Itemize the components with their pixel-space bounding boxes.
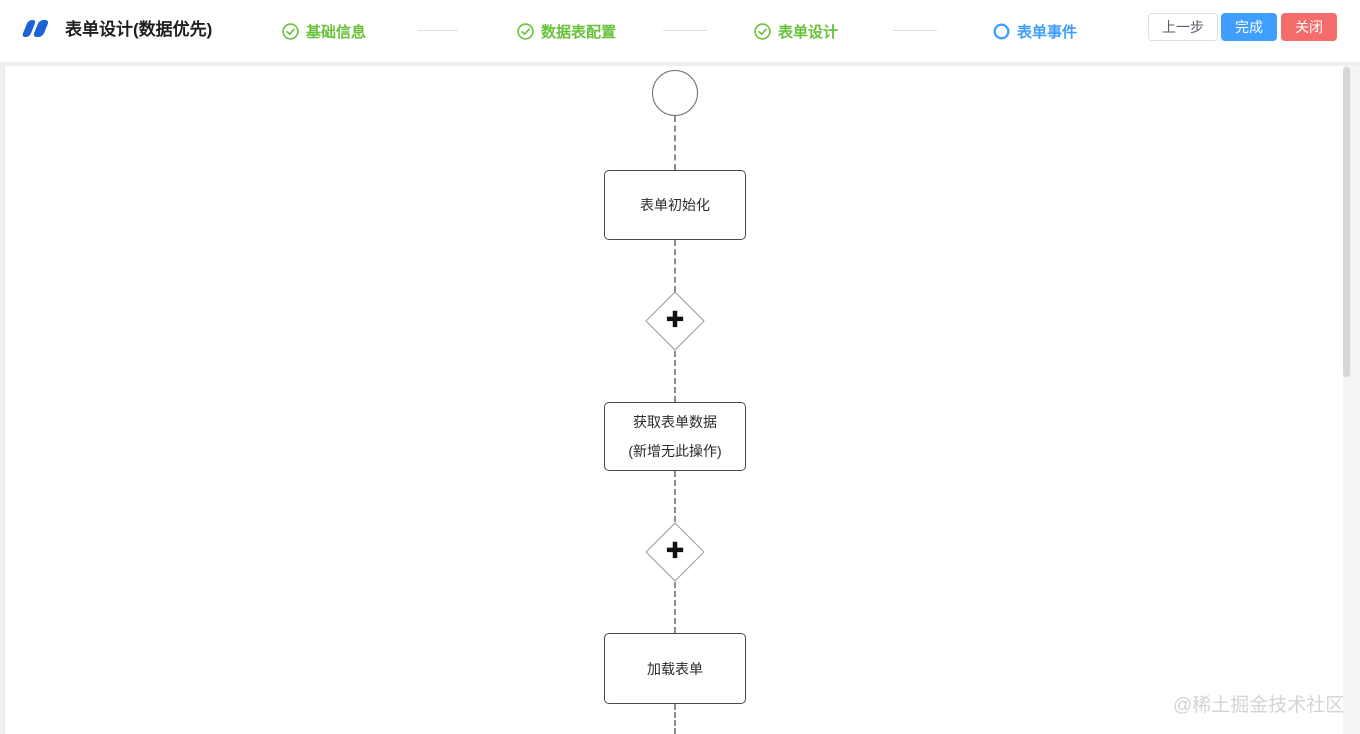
flow-node-label: 获取表单数据 bbox=[633, 414, 717, 430]
close-button[interactable]: 关闭 bbox=[1281, 13, 1337, 41]
flow-connector bbox=[674, 240, 676, 292]
flow-connector bbox=[674, 582, 676, 633]
flow-start-node bbox=[652, 70, 698, 116]
step-form-design[interactable]: 表单设计 bbox=[754, 21, 838, 42]
step-check-icon bbox=[282, 23, 299, 40]
finish-button[interactable]: 完成 bbox=[1221, 13, 1277, 41]
step-label: 基础信息 bbox=[306, 24, 367, 41]
flow-node-sublabel: (新增无此操作) bbox=[628, 443, 722, 459]
flow-connector bbox=[674, 351, 676, 402]
vertical-scrollbar-track[interactable] bbox=[1343, 66, 1360, 734]
vertical-scrollbar-thumb[interactable] bbox=[1343, 67, 1350, 377]
plus-icon: + bbox=[666, 533, 685, 567]
step-check-icon bbox=[754, 23, 771, 40]
step-label: 表单事件 bbox=[1017, 24, 1078, 41]
page-title: 表单设计(数据优先) bbox=[65, 20, 213, 39]
step-divider bbox=[418, 30, 458, 31]
step-divider bbox=[663, 30, 707, 31]
flow-node-load-form[interactable]: 加载表单 bbox=[604, 633, 746, 704]
app-logo-icon bbox=[22, 20, 49, 37]
previous-step-button[interactable]: 上一步 bbox=[1148, 13, 1218, 41]
step-table-config[interactable]: 数据表配置 bbox=[517, 21, 616, 42]
flow-canvas: 表单初始化 + 获取表单数据 (新增无此操作) + 加载表单 @稀土掘金技术社区 bbox=[5, 66, 1345, 734]
flow-node-form-init[interactable]: 表单初始化 bbox=[604, 170, 746, 240]
flow-connector bbox=[674, 704, 676, 734]
step-check-icon bbox=[517, 23, 534, 40]
flow-node-label: 表单初始化 bbox=[640, 197, 710, 213]
watermark: @稀土掘金技术社区 bbox=[1173, 695, 1345, 716]
brand bbox=[18, 16, 56, 42]
flow-node-get-form-data[interactable]: 获取表单数据 (新增无此操作) bbox=[604, 402, 746, 471]
step-label: 数据表配置 bbox=[541, 24, 617, 41]
flow-node-label: 加载表单 bbox=[647, 660, 703, 677]
header: 表单设计(数据优先) 基础信息 数据表配置 表单设计 表单事件 上一步 完成 关… bbox=[0, 0, 1360, 62]
add-step-node[interactable]: + bbox=[645, 291, 705, 351]
step-circle-icon bbox=[993, 23, 1010, 40]
flow-connector bbox=[674, 471, 676, 522]
step-basic-info[interactable]: 基础信息 bbox=[282, 21, 366, 42]
step-divider bbox=[893, 30, 937, 31]
step-form-events[interactable]: 表单事件 bbox=[993, 21, 1077, 42]
add-step-node[interactable]: + bbox=[645, 522, 705, 582]
flow-connector bbox=[674, 116, 676, 170]
step-label: 表单设计 bbox=[778, 24, 839, 41]
plus-icon: + bbox=[666, 302, 685, 336]
